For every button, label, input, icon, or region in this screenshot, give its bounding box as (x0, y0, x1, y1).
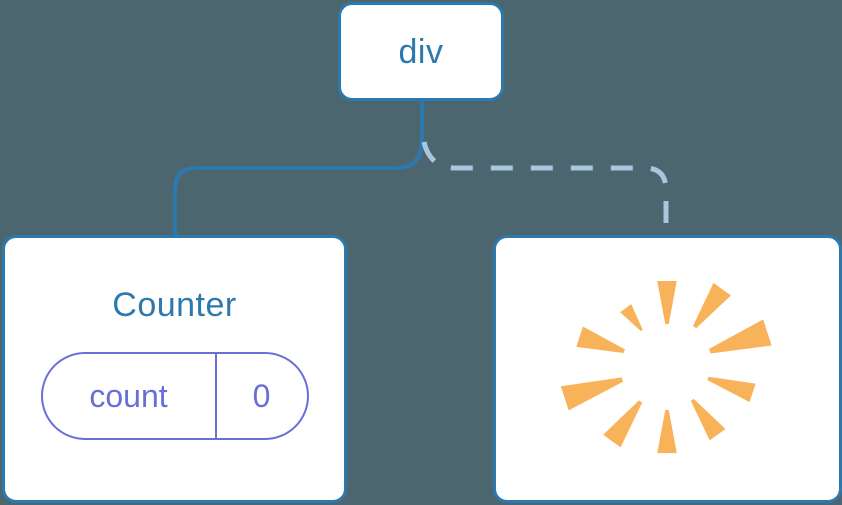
node-counter-label: Counter (112, 286, 237, 324)
sparkle-ray-8 (576, 326, 625, 354)
node-div[interactable]: div (338, 2, 504, 101)
sparkle-ray-5 (657, 410, 677, 454)
node-div-label: div (398, 32, 444, 71)
edge-root-to-sparkle (421, 141, 669, 238)
sparkle-burst-icon (560, 281, 772, 454)
sparkle-ray-6 (603, 400, 643, 448)
sparkle-ray-4 (690, 398, 726, 441)
sparkle-ray-2 (709, 319, 772, 354)
sparkle-ray-0 (657, 281, 677, 325)
node-counter[interactable]: Counter count 0 (2, 235, 347, 503)
edge-root-to-counter (173, 99, 424, 240)
state-pill[interactable]: count 0 (40, 352, 309, 440)
state-key: count (43, 354, 217, 438)
node-sparkle[interactable] (493, 235, 842, 503)
sparkle-ray-1 (693, 282, 731, 329)
sparkle-ray-3 (707, 376, 756, 403)
sparkle-ray-9 (620, 304, 643, 332)
sparkle-ray-7 (560, 377, 624, 411)
state-value: 0 (252, 378, 271, 414)
